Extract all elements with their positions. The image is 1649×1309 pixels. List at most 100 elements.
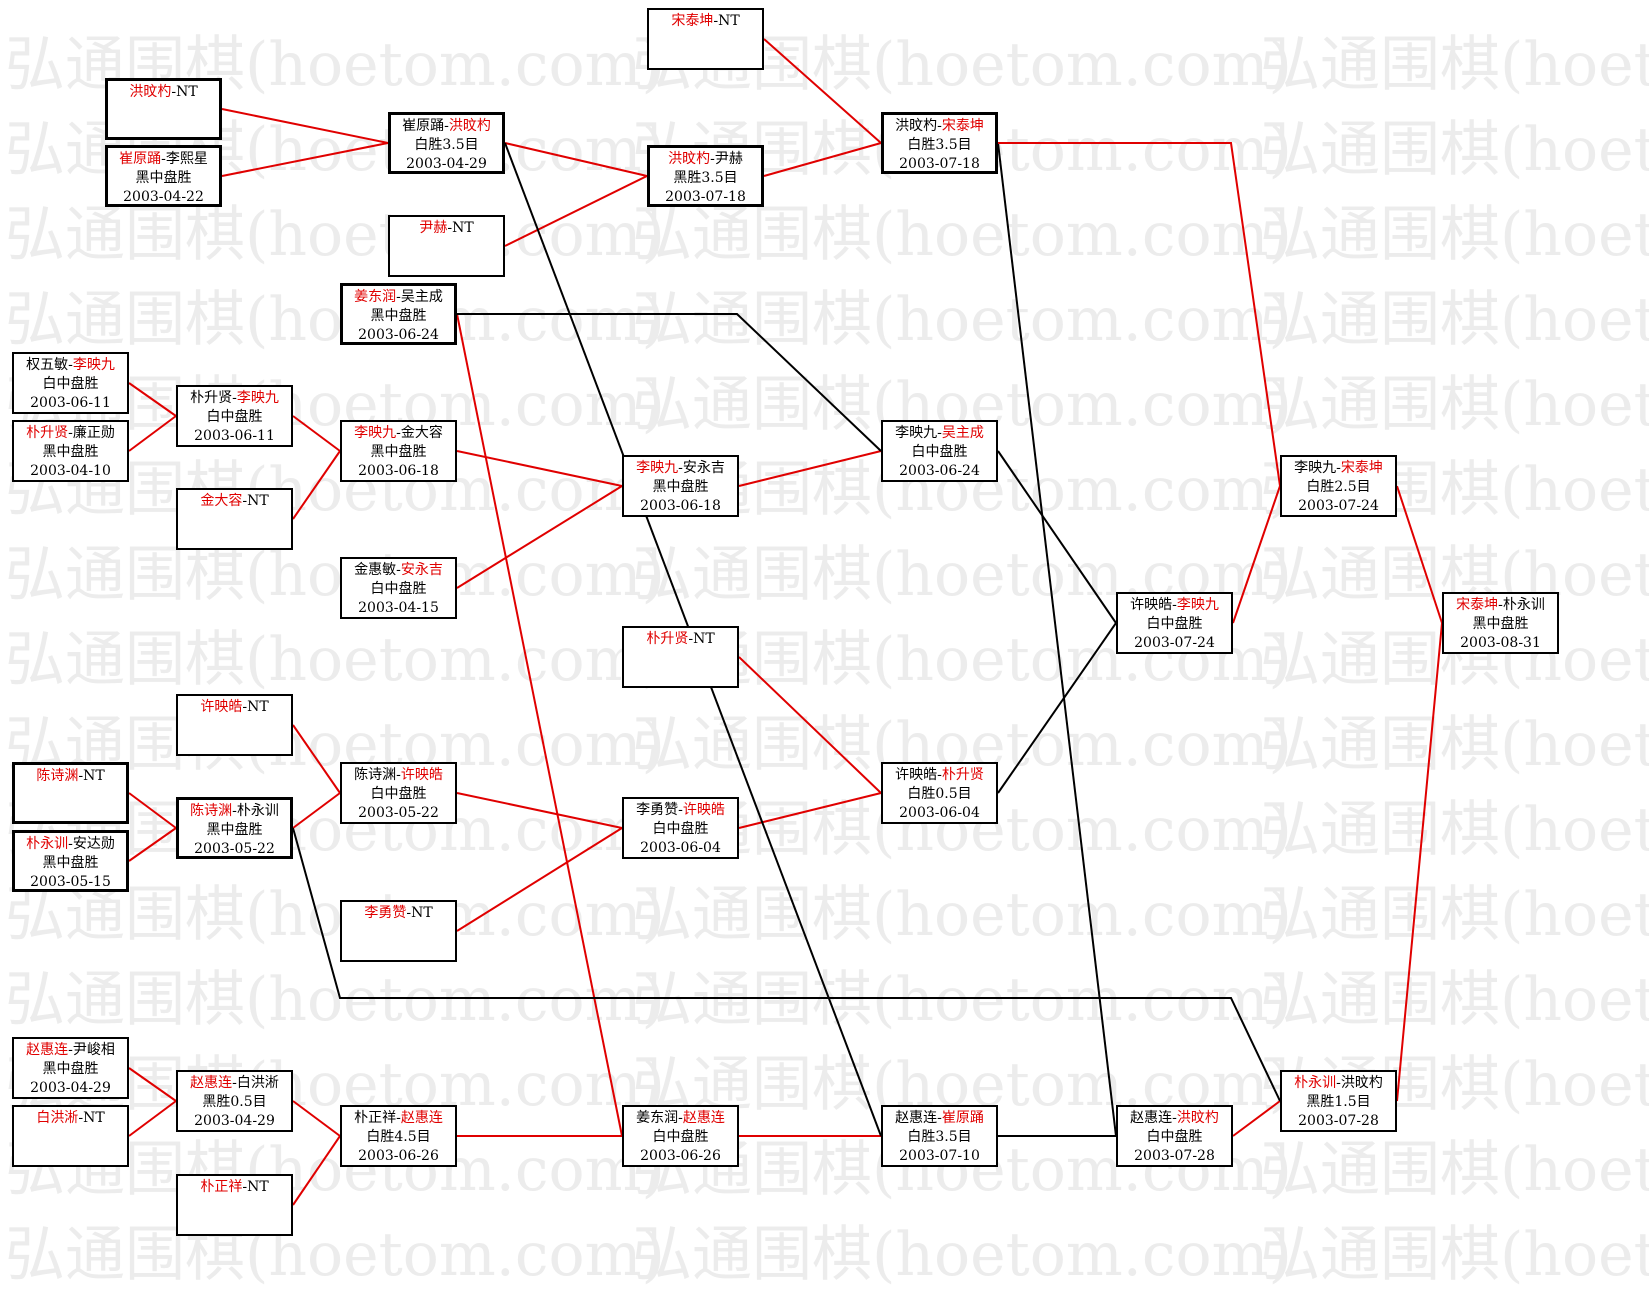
player-a: 白洪淅 [36,1110,79,1126]
player-separator: - [1336,460,1341,476]
match-date: 2003-04-29 [30,1080,111,1096]
player-b: 安永吉 [400,562,443,578]
connector-line [128,827,177,862]
match-players: 李映九-金大容 [342,424,455,443]
player-separator: - [444,118,449,134]
match-result: 黑中盘胜 [206,822,263,838]
match-result: 黑胜3.5目 [673,170,738,186]
player-b: NT [176,84,198,100]
player-a: 朴升贤 [646,631,689,647]
player-separator: - [242,699,248,715]
player-b: NT [247,493,269,509]
match-players: 金惠敏-安永吉 [342,561,455,580]
match-result: 白中盘胜 [42,376,99,392]
match-box: 朴升贤-NT [622,626,739,688]
match-box: 李映九-吴主成白中盘胜 2003-06-24 [881,420,998,482]
connector-line [456,450,623,487]
match-date: 2003-07-28 [1134,1148,1215,1164]
player-b: NT [83,1110,105,1126]
connector-line [292,792,341,829]
connector-line [292,1135,341,1206]
match-box: 白洪淅-NT [12,1105,129,1167]
player-b: NT [247,1179,269,1195]
match-date: 2003-04-10 [30,463,111,479]
player-separator: - [242,493,248,509]
match-date: 2003-06-24 [899,463,980,479]
player-b: 安达勋 [72,836,115,852]
match-date: 2003-06-26 [640,1148,721,1164]
player-separator: - [396,425,401,441]
connector-line [456,792,623,829]
match-players: 李映九-吴主成 [883,424,996,443]
connector-line [456,827,623,932]
player-separator: - [232,390,237,406]
match-box: 陈诗渊-NT [12,762,129,824]
player-b: NT [83,768,105,784]
match-players: 李映九-安永吉 [624,459,737,478]
player-separator: - [242,1179,248,1195]
match-result: 白中盘胜 [652,1129,709,1145]
match-result: 白中盘胜 [911,444,968,460]
player-a: 姜东润 [354,289,397,305]
player-b: NT [411,905,433,921]
match-box: 朴正祥-NT [176,1174,293,1236]
player-b: 尹峻相 [72,1042,115,1058]
player-b: 廉正勋 [72,425,115,441]
match-date: 2003-08-31 [1460,635,1541,651]
player-a: 李映九 [354,425,397,441]
player-a: 权五敏 [26,357,69,373]
player-a: 宋泰坤 [671,13,714,29]
match-date: 2003-06-24 [358,327,439,343]
player-b: 洪旼杓 [448,118,491,134]
match-date: 2003-07-18 [665,189,746,205]
match-date: 2003-04-29 [194,1113,275,1129]
connector-line [128,792,177,829]
connector-line [128,382,177,417]
match-players: 李勇赞-许映皓 [624,801,737,820]
player-b: 朴永训 [1502,597,1545,613]
player-b: 朴升贤 [941,767,984,783]
player-a: 金惠敏 [354,562,397,578]
player-separator: - [232,1075,237,1091]
player-separator: - [937,118,942,134]
connector-line [504,142,648,177]
player-b: NT [718,13,740,29]
player-separator: - [161,151,166,167]
match-players: 权五敏-李映九 [14,356,127,375]
connector-line [738,656,882,794]
player-a: 崔原踊 [119,151,162,167]
match-players: 洪旼杓-尹赫 [650,150,761,169]
connector-line [128,1100,177,1137]
connector-line [292,724,341,794]
player-separator: - [1172,1110,1177,1126]
match-date: 2003-06-11 [30,395,111,411]
player-a: 李映九 [1294,460,1337,476]
player-b: 白洪淅 [236,1075,279,1091]
player-separator: - [78,1110,84,1126]
match-date: 2003-04-22 [123,189,204,205]
connector-line [221,108,389,144]
player-b: 赵惠连 [400,1110,443,1126]
player-a: 赵惠连 [1130,1110,1173,1126]
player-b: NT [693,631,715,647]
player-a: 李勇赞 [636,802,679,818]
match-players: 朴升贤-李映九 [178,389,291,408]
player-a: 朴正祥 [354,1110,397,1126]
match-result: 黑中盘胜 [370,444,427,460]
match-date: 2003-06-26 [358,1148,439,1164]
match-date: 2003-07-10 [899,1148,980,1164]
connector-line [997,450,1117,624]
match-date: 2003-07-18 [899,156,980,172]
match-players: 白洪淅-NT [14,1109,127,1128]
